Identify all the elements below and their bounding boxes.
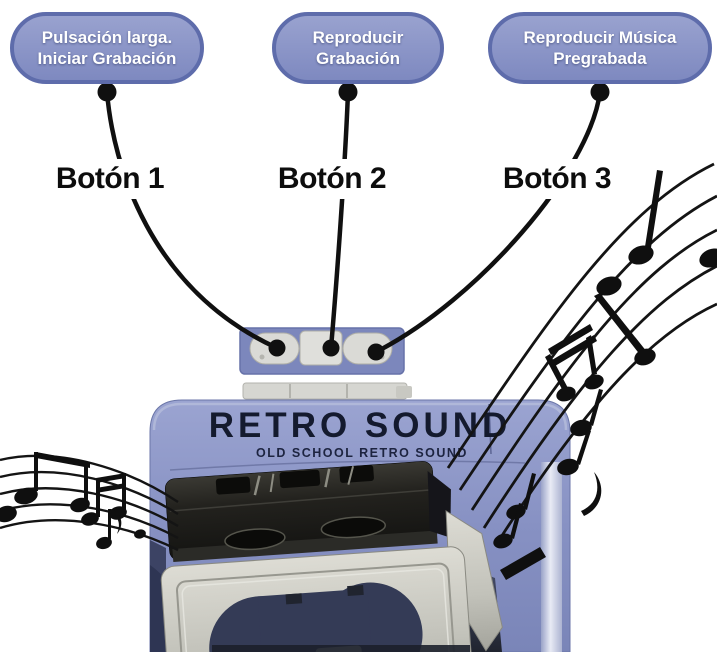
callout-bubble-button-3: Reproducir Música Pregrabada <box>488 12 712 84</box>
callout-text-line: Iniciar Grabación <box>37 49 177 68</box>
callout-connector-2 <box>328 91 351 349</box>
callout-text-line: Reproducir <box>312 28 404 47</box>
connector-dot <box>338 82 358 102</box>
connector-dot <box>322 339 340 357</box>
brand-logo-text: RETRO SOUND <box>209 406 512 445</box>
brand-tagline-text: OLD SCHOOL RETRO SOUND <box>256 446 468 460</box>
button-2-label: Botón 2 <box>269 159 395 199</box>
callout-text-line: Pulsación larga. <box>41 28 173 47</box>
callout-bubble-button-2: Reproducir Grabación <box>272 12 444 84</box>
button-1-label: Botón 1 <box>47 159 173 199</box>
connector-dot <box>590 82 610 102</box>
callout-connector-1 <box>104 91 278 351</box>
hinge-bar <box>242 382 412 400</box>
cassette-door <box>164 461 451 562</box>
callout-text-line: Grabación <box>315 49 401 68</box>
connector-dot <box>367 343 385 361</box>
callout-text-line: Pregrabada <box>553 49 647 68</box>
callout-connector-3 <box>374 91 603 355</box>
door-grip-hole <box>320 516 387 539</box>
note-heads <box>0 452 146 550</box>
button-3-label: Botón 3 <box>494 159 620 199</box>
callout-bubble-button-1: Pulsación larga. Iniciar Grabación <box>10 12 204 84</box>
door-grip-hole <box>224 528 286 551</box>
staff-lines <box>446 162 717 546</box>
connector-dot <box>97 82 117 102</box>
note-heads <box>493 170 717 580</box>
connector-dot <box>268 339 286 357</box>
callout-text-line: Reproducir Música <box>523 28 677 47</box>
